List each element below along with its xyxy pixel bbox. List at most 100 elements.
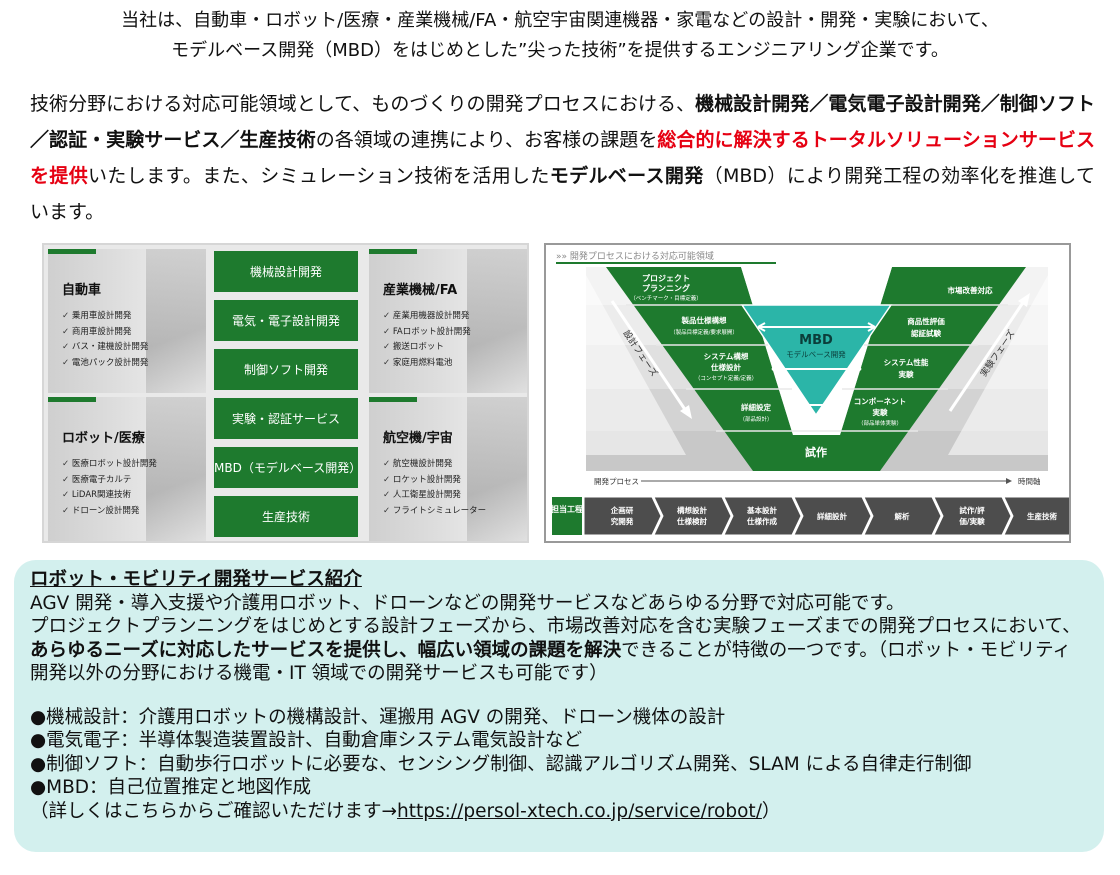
industry-card-automotive: 自動車 乗用車設計開発 商用車設計開発 バス・建機設計開発 電池パック設計開発 [48,249,206,393]
v-left-label: （製品目標定義/要求展開） [670,328,738,336]
test-phase-arrow [948,300,1026,412]
service-button-production: 生産技術 [214,496,358,537]
para-text-4: （MBD）により開発工程の効率化を推進しています。 [30,165,1095,223]
list-item: 乗用車設計開発 [62,309,148,325]
service-intro: AGV 開発・導入支援や介護用ロボット、ドローンなどの開発サービスなどあらゆる分… [30,592,905,614]
service-bullet: ●機械設計：介護用ロボットの機構設計、運搬用 AGV の開発、ドローン機体の設計 [30,706,726,728]
mbd-sublabel: モデルベース開発 [786,349,846,359]
robot-mobility-service-box: ロボット・モビリティ開発サービス紹介 AGV 開発・導入支援や介護用ロボット、ド… [14,560,1104,852]
industry-services-panel: 自動車 乗用車設計開発 商用車設計開発 バス・建機設計開発 電池パック設計開発 … [42,243,529,543]
process-step-chevron [583,496,662,536]
tanto-label: 担当工程 [551,504,583,514]
service-heading: ロボット・モビリティ開発サービス紹介 [30,569,362,590]
industry-card-title: 航空機/宇宙 [383,431,453,446]
capability-paragraph: 技術分野における対応可能領域として、ものづくりの開発プロセスにおける、機械設計開… [30,86,1095,230]
v-right-label: 商品性評価 [907,316,945,326]
v-right-label: 市場改善対応 [948,285,993,295]
v-right-label: システム性能 [884,357,929,367]
list-item: フライトシミュレーター [383,504,486,520]
mbd-triangle-border [740,304,893,417]
list-item: ドローン設計開発 [62,504,157,520]
list-item: 医療ロボット設計開発 [62,457,157,473]
process-step-label: 解析 [895,511,910,521]
industry-card-list: 医療ロボット設計開発 医療電子カルテ LiDAR関連技術 ドローン設計開発 [62,457,157,519]
trial-label: 試作 [805,445,827,459]
v-left-label: プロジェクト [642,273,690,283]
v-left-label: 仕様設計 [710,362,741,372]
service-bullet: ●制御ソフト：自動歩行ロボットに必要な、センシング制御、認識アルゴリズム開発、S… [30,753,972,775]
list-item: 家庭用燃料電池 [383,356,471,372]
v-right-label: 実験 [899,369,914,379]
v-left-label: 製品仕様構想 [681,315,727,325]
industry-card-list: 乗用車設計開発 商用車設計開発 バス・建機設計開発 電池パック設計開発 [62,309,149,371]
industry-card-list: 産業用機器設計開発 FAロボット設計開発 搬送ロボット 家庭用燃料電池 [383,309,471,371]
v-right-label: コンポーネント [854,396,907,406]
industry-card-robot-medical: ロボット/医療 医療ロボット設計開発 医療電子カルテ LiDAR関連技術 ドロー… [48,397,206,541]
para-text-3: いたします。また、シミュレーション技術を活用した [88,165,550,187]
arrow-head-icon [1018,293,1030,307]
mbd-triangle [742,305,891,415]
para-bold-mbd: モデルベース開発 [549,165,704,187]
service-bullet: ●MBD：自己位置推定と地図作成 [30,777,312,798]
process-step-chevron [793,496,872,536]
link-suffix: ） [761,800,781,822]
spacer [30,686,1088,706]
service-detail-text-1: プロジェクトプランニングをはじめとする設計フェーズから、市場改善対応を含む実験フ… [30,616,1081,637]
diagram-header: »» 開発プロセスにおける対応可能領域 [556,250,714,262]
list-item: バス・建機設計開発 [62,340,149,356]
process-step-chevron [933,496,1012,536]
v-left-label: （部品設計） [739,415,772,423]
intro-line-2: モデルベース開発（MBD）をはじめとした”尖った技術”を提供するエンジニアリング… [171,40,949,61]
service-detail-text-2: できることが特徴の一つです。（ロボット・モビリティ開発以外の分野における機電・I… [30,639,1072,685]
v-model-diagram: »» 開発プロセスにおける対応可能領域 プロジェクト プランニング （ベンチマー… [544,243,1071,543]
industry-card-list: 航空機設計開発 ロケット設計開発 人工衛星設計開発 フライトシミュレーター [383,457,486,519]
time-axis-label: 時間軸 [1018,476,1041,486]
v-shape [606,267,1026,471]
test-phase-wedge [948,275,1048,455]
industry-card-industrial: 産業機械/FA 産業用機器設計開発 FAロボット設計開発 搬送ロボット 家庭用燃… [369,249,527,393]
mbd-label: MBD [799,333,833,348]
process-step-chevron [1003,496,1069,536]
arrow-head-icon [680,405,692,419]
design-phase-arrow [610,300,688,412]
service-detail: プロジェクトプランニングをはじめとする設計フェーズから、市場改善対応を含む実験フ… [30,615,1088,686]
process-step-label: 企画研究開発 [610,505,634,526]
industry-card-title: 産業機械/FA [383,283,458,298]
list-item: 人工衛星設計開発 [383,488,486,504]
service-button-mechanical: 機械設計開発 [214,251,358,292]
process-step-label: 試作/評価/実験 [958,505,985,526]
process-step-label: 詳細設計 [817,511,847,521]
list-item: ロケット設計開発 [383,473,486,489]
list-item: 商用車設計開発 [62,325,148,341]
v-left-label: 詳細設定 [741,402,771,412]
link-prefix: （詳しくはこちらからご確認いただけます→ [30,800,398,822]
list-item: 医療電子カルテ [62,473,157,489]
process-step-label: 基本設計仕様作成 [746,505,777,526]
process-step-chevron [863,496,942,536]
process-step-chevron [653,496,732,536]
para-bold-domains: 機械設計開発／電気電子設計開発／制御ソフト／認証・実験サービス／生産技術 [30,93,1095,151]
v-left-label: プランニング [642,283,690,293]
service-button-mbd: MBD（モデルベース開発） [214,447,361,488]
para-red-solution: 総合的に解決するトータルソリューションサービスを提供 [30,129,1095,187]
list-item: LiDAR関連技術 [62,488,157,504]
list-item: FAロボット設計開発 [383,325,471,341]
process-step-label: 生産技術 [1027,511,1057,521]
double-arrow-icon [757,322,876,332]
v-right-label: 実験 [873,407,888,417]
industry-card-title: ロボット/医療 [62,431,145,446]
intro-text: 当社は、自動車・ロボット/医療・産業機械/FA・航空宇宙関連機器・家電などの設計… [0,6,1120,66]
para-text-1: 技術分野における対応可能領域として、ものづくりの開発プロセスにおける、 [30,93,696,115]
process-axis-label: 開発プロセス [594,477,639,486]
double-arrow-icon [771,364,862,374]
tanto-box [552,497,582,535]
industry-card-title: 自動車 [62,283,102,298]
industry-card-aerospace: 航空機/宇宙 航空機設計開発 ロケット設計開発 人工衛星設計開発 フライトシミュ… [369,397,527,541]
design-phase-wedge [586,275,686,455]
robot-service-link[interactable]: https://persol-xtech.co.jp/service/robot… [397,800,762,822]
list-item: 航空機設計開発 [383,457,486,473]
machine-photo [467,249,527,393]
v-left-label: システム構想 [704,351,749,361]
double-arrow-icon [799,401,834,409]
process-step-chevron [723,496,802,536]
